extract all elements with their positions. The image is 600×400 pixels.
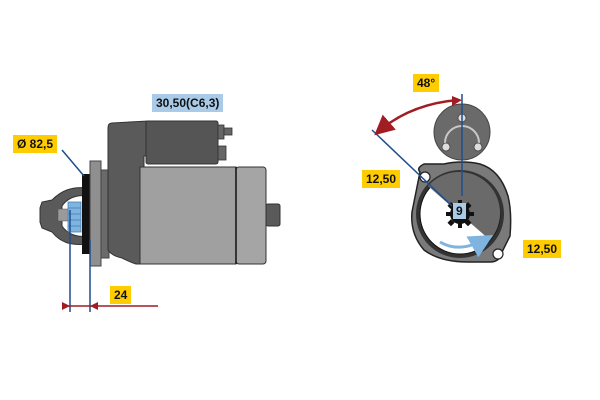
offset-dimension-label: 24 — [110, 286, 132, 304]
side-view-dimensions — [61, 149, 158, 312]
angled-axis-line — [371, 129, 453, 207]
terminal-bottom — [217, 145, 227, 161]
angle-arc — [374, 98, 459, 136]
bolt-hole-right — [492, 248, 504, 260]
flange — [89, 160, 102, 267]
terminal-label: 30,50(C6,3) — [152, 94, 224, 112]
terminal-stud — [223, 127, 233, 136]
solenoid — [145, 120, 219, 165]
end-cap — [235, 166, 267, 265]
front-view-dimensions — [371, 94, 463, 207]
rear-bushing — [265, 203, 281, 227]
pinion-teeth-label: 9 — [453, 203, 466, 219]
bolt-hole-left — [419, 171, 431, 183]
bolt-hole-label-right: 12,50 — [523, 240, 562, 258]
pinion — [67, 201, 82, 233]
rotation-arrow — [439, 235, 494, 258]
terminal-top — [217, 124, 225, 140]
front-view-starter — [411, 103, 512, 263]
angle-label: 48° — [413, 74, 440, 92]
side-view-starter — [39, 120, 281, 267]
gasket — [82, 174, 90, 254]
flange-diameter-label: Ø 82,5 — [13, 135, 58, 153]
diameter-leader — [61, 149, 85, 177]
motor-body — [139, 166, 237, 265]
bolt-hole-label-left: 12,50 — [362, 170, 401, 188]
